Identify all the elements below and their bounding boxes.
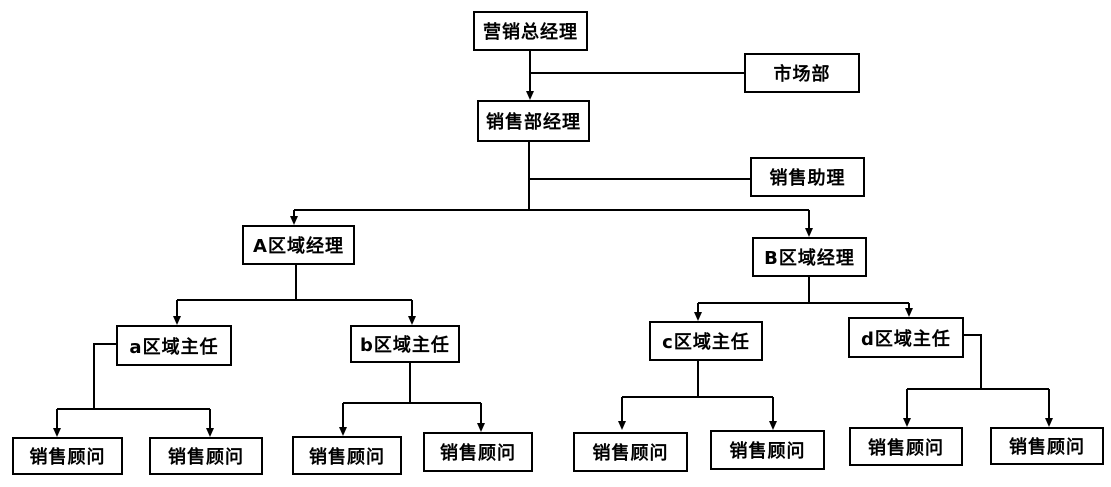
node-area-b-director: b区域主任 bbox=[350, 325, 460, 363]
node-sales-assistant: 销售助理 bbox=[750, 157, 865, 197]
node-area-c-director: c区域主任 bbox=[649, 321, 763, 361]
node-sales-consultant-8: 销售顾问 bbox=[990, 427, 1104, 465]
node-region-A-manager: A区域经理 bbox=[242, 225, 355, 265]
edge-area-b-subtree bbox=[342, 362, 482, 428]
edge-region-B-subtree bbox=[697, 277, 910, 313]
node-sales-consultant-1: 销售顾问 bbox=[12, 437, 123, 475]
node-sales-consultant-3: 销售顾问 bbox=[292, 436, 402, 475]
node-marketing-general-manager: 营销总经理 bbox=[473, 11, 588, 51]
arrowheads bbox=[53, 91, 1053, 437]
node-sales-consultant-5: 销售顾问 bbox=[573, 432, 688, 472]
edge-gm-trunk bbox=[529, 51, 744, 92]
edge-region-A-subtree bbox=[176, 265, 413, 317]
node-sales-consultant-7: 销售顾问 bbox=[849, 427, 963, 466]
edge-area-c-subtree bbox=[621, 361, 774, 422]
edge-area-a-subtree bbox=[56, 343, 211, 429]
node-sales-department-manager: 销售部经理 bbox=[477, 100, 590, 142]
node-sales-consultant-4: 销售顾问 bbox=[423, 432, 533, 472]
node-sales-consultant-2: 销售顾问 bbox=[149, 437, 263, 475]
node-area-d-director: d区域主任 bbox=[848, 317, 964, 358]
node-region-B-manager: B区域经理 bbox=[752, 237, 867, 277]
node-marketing-department: 市场部 bbox=[744, 53, 860, 93]
edge-area-d-subtree bbox=[906, 334, 1050, 419]
node-sales-consultant-6: 销售顾问 bbox=[710, 430, 825, 470]
node-area-a-director: a区域主任 bbox=[116, 325, 232, 366]
edge-sales-manager-trunk bbox=[293, 142, 810, 229]
